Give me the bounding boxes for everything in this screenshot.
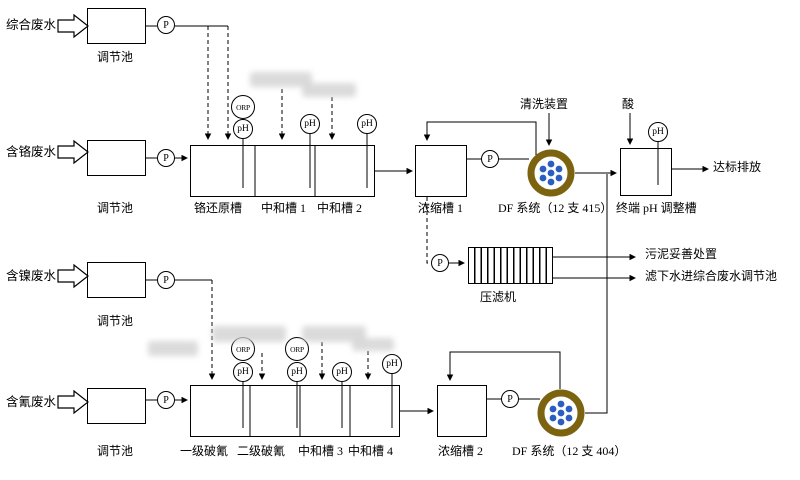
label-neutral-tank-3: 中和槽 3	[298, 444, 344, 458]
label-chrome-reduction: 铬还原槽	[194, 201, 243, 215]
pump-icon-7: P	[501, 390, 519, 408]
pump-icon-3: P	[481, 150, 499, 168]
label-regulating-tank-2: 调节池	[97, 201, 134, 215]
label-filtrate-return: 滤下水进综合废水调节池	[645, 269, 778, 283]
tank-dividers	[249, 145, 351, 437]
input-arrow-chromium	[57, 139, 89, 165]
regulating-tank-2-box	[87, 140, 146, 176]
label-cyanide-break-1: 一级破氰	[180, 444, 229, 458]
label-regulating-tank-1: 调节池	[97, 50, 134, 64]
chrome-treatment-tank-box	[190, 145, 375, 197]
label-regulating-tank-3: 调节池	[97, 314, 134, 328]
stream-label-chromium: 含铬废水	[6, 145, 57, 159]
filter-press-box	[468, 247, 553, 284]
df-module-2	[537, 389, 585, 437]
label-concentrate-tank-1: 浓缩槽 1	[418, 201, 464, 215]
label-neutral-tank-2: 中和槽 2	[317, 201, 363, 215]
stream-label-nickel: 含镍废水	[6, 269, 57, 283]
regulating-tank-4-box	[87, 388, 146, 424]
orp-meter-icon-1: ORP	[231, 95, 255, 119]
redacted-text-6	[352, 338, 394, 351]
ph-meter-icon-5: pH	[233, 362, 253, 382]
label-sludge-disposal: 污泥妥善处置	[645, 247, 718, 261]
ph-meter-icon-4: pH	[648, 122, 668, 142]
stream-label-cyanide: 含氰废水	[6, 395, 57, 409]
pump-icon-1: P	[157, 16, 175, 34]
input-arrow-comprehensive	[57, 13, 89, 39]
pump-icon-2: P	[157, 149, 175, 167]
regulating-tank-3-box	[87, 262, 146, 298]
label-final-ph-tank: 终端 pH 调整槽	[616, 201, 697, 215]
redacted-text-3	[148, 341, 198, 356]
label-acid: 酸	[622, 97, 635, 111]
ph-meter-icon-3: pH	[357, 114, 377, 134]
redacted-text-2	[302, 83, 356, 97]
final-ph-tank-box	[620, 148, 672, 196]
concentrate-tank-1-box	[415, 145, 467, 197]
ph-meter-icon-8: pH	[382, 354, 402, 374]
ph-meter-icon-7: pH	[332, 362, 352, 382]
stream-label-comprehensive: 综合废水	[6, 18, 57, 32]
label-df-system-2: DF 系统（12 支 404）	[512, 444, 627, 458]
ph-meter-icon-2: pH	[300, 114, 320, 134]
redacted-text-1	[250, 72, 312, 87]
ph-meter-icon-6: pH	[287, 362, 307, 382]
regulating-tank-1-box	[87, 8, 146, 44]
redacted-text-4	[212, 326, 286, 342]
df-membrane-icon	[537, 389, 585, 437]
df-membrane-icon	[527, 149, 575, 197]
pump-icon-5: P	[157, 271, 175, 289]
label-filter-press: 压滤机	[480, 290, 517, 304]
pump-icon-4: P	[431, 254, 449, 272]
input-arrow-cyanide	[57, 389, 89, 415]
label-neutral-tank-1: 中和槽 1	[261, 201, 307, 215]
label-cyanide-break-2: 二级破氰	[237, 444, 286, 458]
redacted-text-5	[302, 326, 366, 342]
label-cleaning-device: 清洗装置	[520, 97, 569, 111]
df-module-1	[527, 149, 575, 197]
label-neutral-tank-4: 中和槽 4	[348, 444, 394, 458]
cyanide-treatment-tank-box	[190, 385, 400, 437]
label-regulating-tank-4: 调节池	[97, 444, 134, 458]
probe-lines	[242, 134, 659, 428]
label-concentrate-tank-2: 浓缩槽 2	[438, 444, 484, 458]
input-arrow-nickel	[57, 263, 89, 289]
concentrate-tank-2-box	[437, 385, 487, 437]
pump-icon-6: P	[157, 391, 175, 409]
ph-meter-icon-1: pH	[233, 119, 253, 139]
solid-pipes	[146, 25, 709, 415]
label-discharge: 达标排放	[713, 160, 762, 174]
label-df-system-1: DF 系统（12 支 415）	[498, 201, 613, 215]
stream-input-arrows	[57, 13, 89, 415]
